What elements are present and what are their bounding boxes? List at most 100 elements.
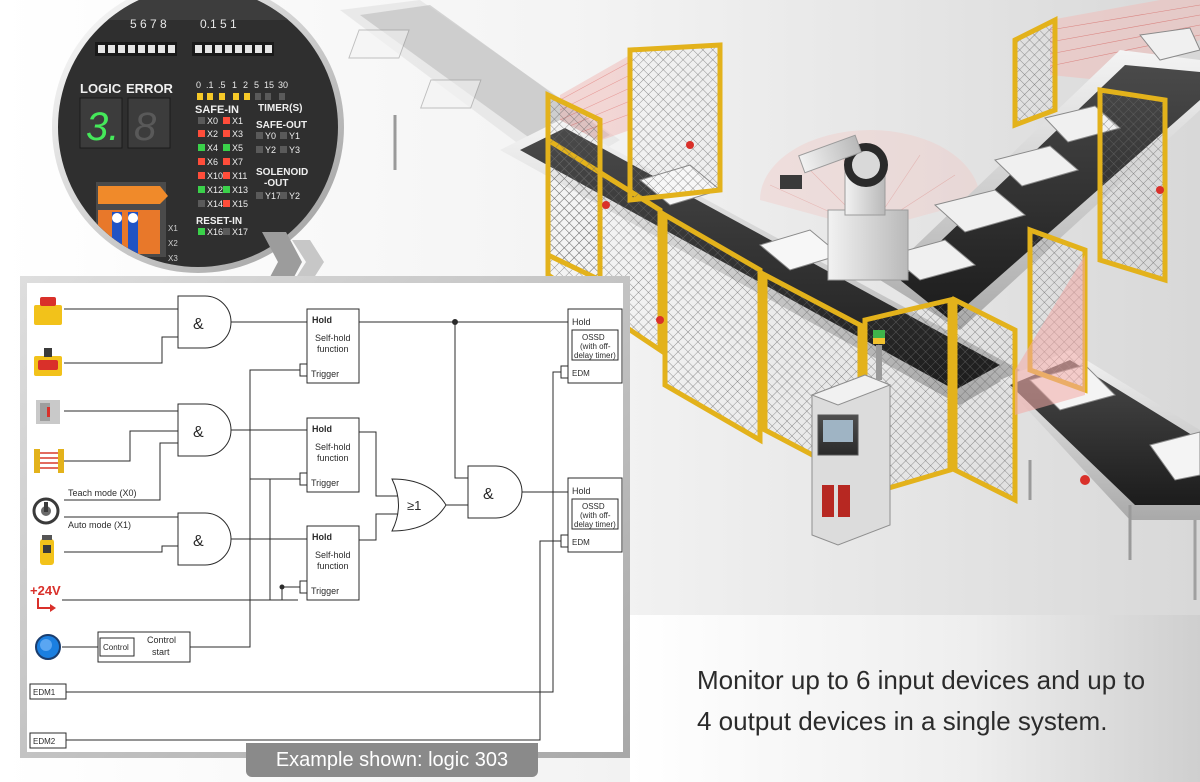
conveyor-legs (393, 115, 1132, 560)
label-safe-in: SAFE-IN (195, 104, 239, 116)
mode-selector-icon (32, 497, 60, 525)
door-switch-light-4 (1156, 186, 1164, 194)
hold-1-line-2: function (317, 344, 349, 354)
connector-x1: X1 (168, 224, 178, 233)
and-gate-2-symbol: & (193, 424, 204, 441)
ossd-inner-2 (571, 498, 619, 530)
safe-in-x4: X4 (207, 143, 218, 153)
safe-in-x5: X5 (232, 143, 243, 153)
reset-in-x17: X17 (232, 227, 248, 237)
timer-scale-5: 5 (254, 80, 259, 90)
fence-panel-right (952, 295, 1018, 505)
label-safe-out: SAFE-OUT (256, 120, 307, 131)
or-gate (391, 478, 447, 532)
wire-edm1 (66, 371, 561, 693)
factory-scene (340, 0, 1200, 560)
caption: Monitor up to 6 input devices and up to … (697, 660, 1177, 742)
safe-in-x13: X13 (232, 185, 248, 195)
edm1-input-label: EDM1 (33, 688, 56, 697)
safe-in-x6: X6 (207, 157, 218, 167)
connector-labels: X1 X2 X3 (168, 224, 178, 263)
auto-mode-label: Auto mode (X1) (68, 520, 131, 530)
robot-arm (780, 134, 909, 281)
hold-1-hold: Hold (312, 315, 332, 325)
trigger-notch-2 (299, 472, 308, 486)
edm2-input-label: EDM2 (33, 737, 56, 746)
timer-scale-6: 15 (264, 80, 274, 90)
ossd-1-line-2: (with off- (580, 342, 611, 351)
reset-in-leds: X16 X17 (198, 227, 248, 237)
light-curtain-icon (34, 449, 64, 473)
ossd-2-hold: Hold (572, 486, 591, 496)
ossd-2-line-2: (with off- (580, 511, 611, 520)
wire-curtain (64, 430, 178, 462)
hold-2-trigger: Trigger (311, 478, 339, 488)
safe-in-leds: X0 X1 X2 X3 X4 X5 X6 X7 X10 X11 (198, 116, 248, 209)
hold-3-trigger: Trigger (311, 586, 339, 596)
solenoid-y17: Y17 (265, 191, 281, 201)
safe-in-x15: X15 (232, 199, 248, 209)
label-solenoid: SOLENOID-OUT (256, 167, 308, 189)
safe-in-x7: X7 (232, 157, 243, 167)
ossd-2-line-3: delay timer) (574, 520, 616, 529)
control-inner-box (99, 637, 135, 657)
logic-display (79, 97, 123, 149)
or-gate-symbol: ≥1 (407, 498, 421, 513)
control-start-line-1: Control (147, 635, 176, 645)
door-switch-light-1 (602, 201, 610, 209)
timer-scale-4: 2 (243, 80, 248, 90)
safe-out-y3: Y3 (289, 145, 300, 155)
start-button-icon (35, 634, 61, 660)
power-label: +24V (30, 583, 61, 598)
solenoid-leds: Y17 Y2 (256, 191, 300, 201)
and-gate-1-symbol: & (193, 316, 204, 333)
wire-hold3-or (359, 513, 398, 541)
safe-in-x12: X12 (207, 185, 223, 195)
safe-out-leds: Y0 Y1 Y2 Y3 (256, 131, 300, 155)
back-conveyor-trays (348, 29, 482, 109)
door-switch-icon (36, 400, 60, 424)
hold-2-hold: Hold (312, 424, 332, 434)
fence-panel-right-tall (1097, 87, 1168, 284)
hold-3-line-1: Self-hold (315, 550, 351, 560)
hold-block-1 (306, 308, 360, 384)
label-error: ERROR (126, 81, 174, 96)
caption-line-2: 4 output devices in a single system. (697, 706, 1108, 736)
timer-scale-7: 30 (278, 80, 288, 90)
and-gate-4 (467, 465, 523, 519)
safe-in-x2: X2 (207, 129, 218, 139)
safe-out-y1: Y1 (289, 131, 300, 141)
dip-switch-right (192, 42, 274, 56)
and-gate-4-symbol: & (483, 486, 494, 503)
wire-estop2 (64, 336, 178, 364)
panel-top-numbers: 5 6 7 8 (130, 17, 167, 31)
wire-hold1-and4 (454, 322, 468, 479)
light-curtain-right-beams (1015, 255, 1085, 415)
ossd-2-edm: EDM (572, 538, 590, 547)
example-label: Example shown: logic 303 (246, 743, 538, 777)
wire-teach (64, 442, 178, 501)
control-cabinet (810, 330, 892, 546)
teach-mode-label: Teach mode (X0) (68, 488, 137, 498)
timer-scale-2: .5 (218, 80, 226, 90)
wire-edm2 (66, 540, 561, 741)
hold-block-2 (306, 417, 360, 493)
safe-out-y0: Y0 (265, 131, 276, 141)
label-logic: LOGIC (80, 81, 122, 96)
safe-in-x14: X14 (207, 199, 223, 209)
and-gate-3 (177, 512, 232, 566)
door-switch-light-3 (1080, 475, 1090, 485)
and-gate-2 (177, 403, 232, 457)
panel-top-numbers-right: 0.1 5 1 (200, 17, 237, 31)
dip-switch-left (95, 42, 177, 56)
ossd-inner-1 (571, 329, 619, 361)
power-24v-icon: +24V (30, 583, 61, 612)
ossd-2-line-1: OSSD (582, 502, 605, 511)
trigger-notch-1 (299, 363, 308, 377)
safe-in-x0: X0 (207, 116, 218, 126)
door-switch-light-5 (686, 141, 694, 149)
caption-band (630, 615, 1200, 782)
timer-leds (197, 93, 285, 100)
solenoid-y2: Y2 (289, 191, 300, 201)
